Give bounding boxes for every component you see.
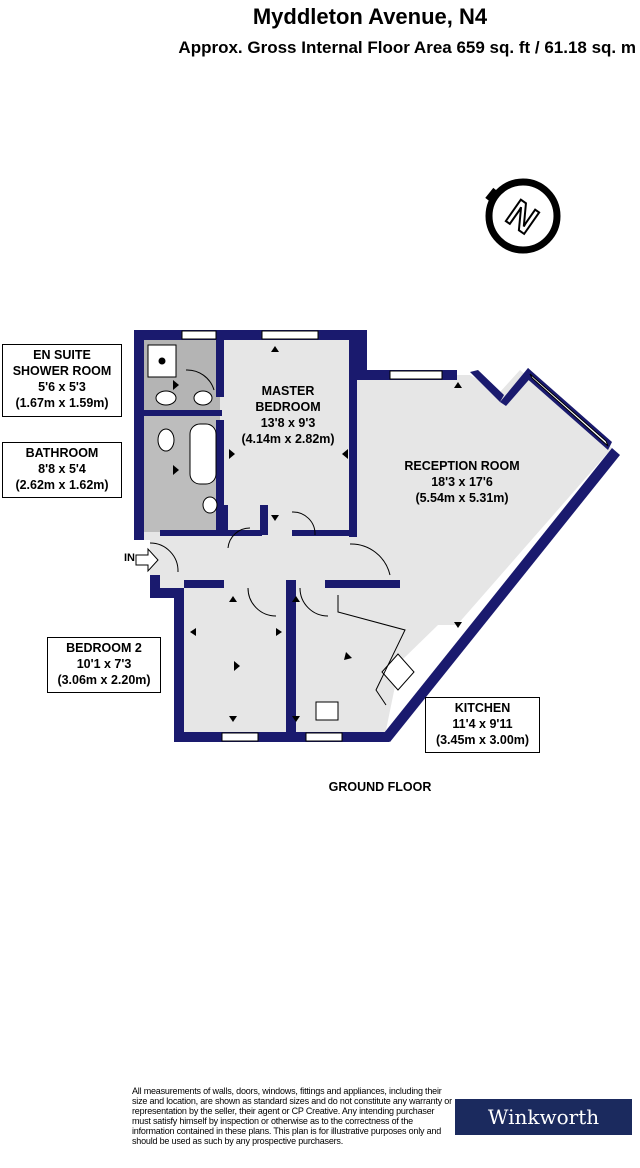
disclaimer-text: All measurements of walls, doors, window… [132, 1086, 452, 1146]
ensuite-label: EN SUITE SHOWER ROOM 5'6 x 5'3 (1.67m x … [2, 344, 122, 417]
fixtures [147, 344, 415, 721]
basin-icon-2 [202, 496, 218, 514]
kitchen-label: KITCHEN 11'4 x 9'11 (3.45m x 3.00m) [425, 697, 540, 753]
entrance-label: IN [124, 552, 135, 564]
toilet-icon [155, 390, 177, 406]
compass-icon: N [485, 178, 561, 254]
reception-room-label: RECEPTION ROOM 18'3 x 17'6 (5.54m x 5.31… [404, 459, 520, 505]
winkworth-logo: Winkworth [455, 1099, 632, 1135]
entrance-arrow-icon [135, 547, 159, 573]
master-bedroom-label: MASTER BEDROOM 13'8 x 9'3 (4.14m x 2.82m… [241, 384, 335, 446]
floor-name: GROUND FLOOR [328, 780, 432, 794]
basin-icon [193, 390, 213, 406]
bath-icon [189, 423, 217, 485]
sink-icon [315, 701, 339, 721]
living-floor [140, 335, 612, 735]
floor-area-subtitle: Approx. Gross Internal Floor Area 659 sq… [178, 38, 636, 57]
walls [134, 330, 620, 742]
bedroom2-label: BEDROOM 2 10'1 x 7'3 (3.06m x 2.20m) [47, 637, 161, 693]
plan-title: Myddleton Avenue, N4 [252, 4, 488, 29]
door-swings [149, 369, 391, 617]
dimension-arrows [173, 346, 462, 722]
bathroom-label: BATHROOM 8'8 x 5'4 (2.62m x 1.62m) [2, 442, 122, 498]
toilet-icon-2 [157, 428, 175, 452]
windows [181, 330, 609, 742]
hob-icon [381, 653, 415, 691]
